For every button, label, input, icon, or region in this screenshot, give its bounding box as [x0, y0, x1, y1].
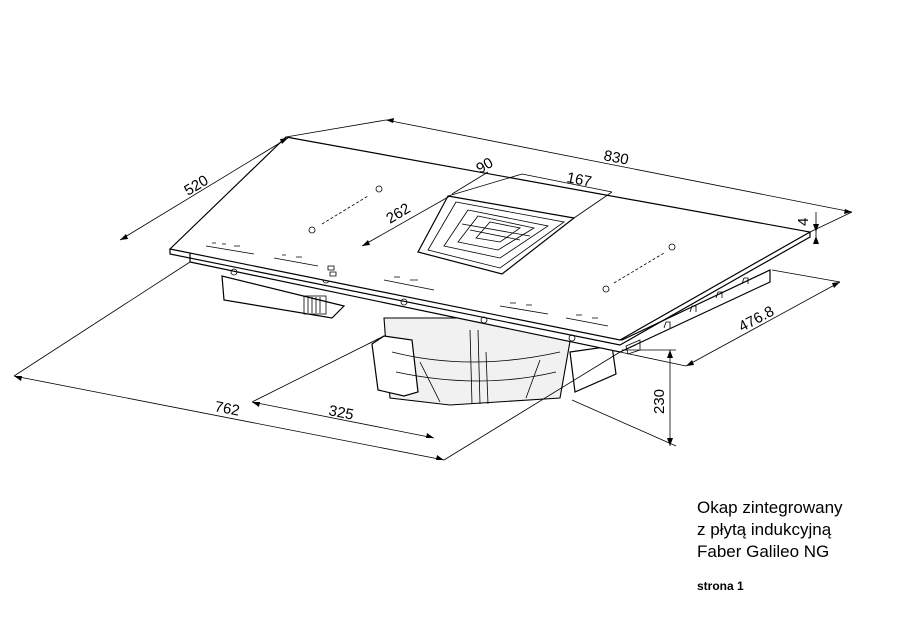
dim-325-label: 325: [327, 402, 355, 423]
dim-476-8-label: 476.8: [736, 303, 777, 336]
dim-230-label: 230: [651, 389, 668, 414]
dim-4-label: 4: [795, 218, 812, 226]
dimension-lines: [13, 118, 853, 461]
page-label: strona 1: [697, 579, 744, 593]
caption-line-2: z płytą indukcyjną: [697, 520, 832, 539]
extraction-vent: [417, 195, 576, 275]
caption-line-3: Faber Galileo NG: [697, 542, 830, 561]
caption-line-1: Okap zintegrowany: [697, 498, 843, 517]
dim-830-label: 830: [602, 147, 630, 168]
dim-520-label: 520: [181, 172, 211, 199]
dim-167-label: 167: [565, 169, 593, 190]
dim-90-label: 90: [473, 154, 496, 177]
hob-markings: [205, 185, 676, 327]
product-caption: Okap zintegrowany z płytą indukcyjną Fab…: [697, 497, 843, 563]
dim-762-label: 762: [213, 398, 241, 419]
